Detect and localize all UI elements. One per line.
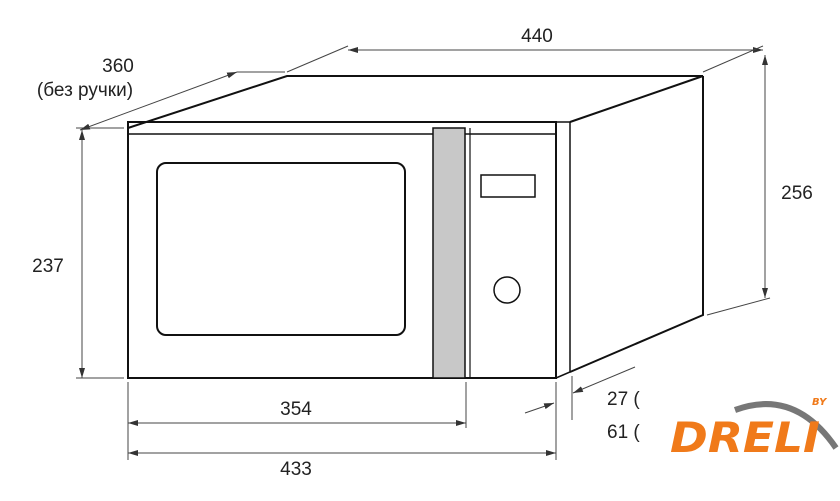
front-face: [127, 121, 557, 379]
label-height-front: 237: [32, 256, 64, 277]
front-side-step: [555, 121, 571, 379]
dimension-labels: 440 360 (без ручки) 256 237 354 433 27 (…: [32, 26, 813, 480]
logo-arc: [733, 401, 839, 450]
control-knob: [493, 276, 521, 304]
right-face: [569, 76, 704, 373]
label-depth-note: (без ручки): [37, 80, 133, 101]
microwave-body: [127, 75, 704, 379]
dimension-lines: [76, 45, 771, 460]
label-height-total: 256: [781, 183, 813, 204]
label-width: 440: [521, 26, 553, 47]
label-offset-2: 61 (: [607, 422, 640, 443]
label-depth: 360: [102, 56, 134, 77]
label-offset-1: 27 (: [607, 389, 640, 410]
door-window: [156, 162, 406, 336]
label-door-width: 354: [280, 399, 312, 420]
logo-by: BY: [812, 397, 828, 408]
display: [480, 174, 536, 198]
top-face: [127, 75, 704, 129]
door-handle-strip: [432, 127, 466, 379]
dreli-logo: DRELI BY: [655, 385, 840, 465]
label-front-width: 433: [280, 459, 312, 480]
logo-text: DRELI: [670, 413, 820, 462]
